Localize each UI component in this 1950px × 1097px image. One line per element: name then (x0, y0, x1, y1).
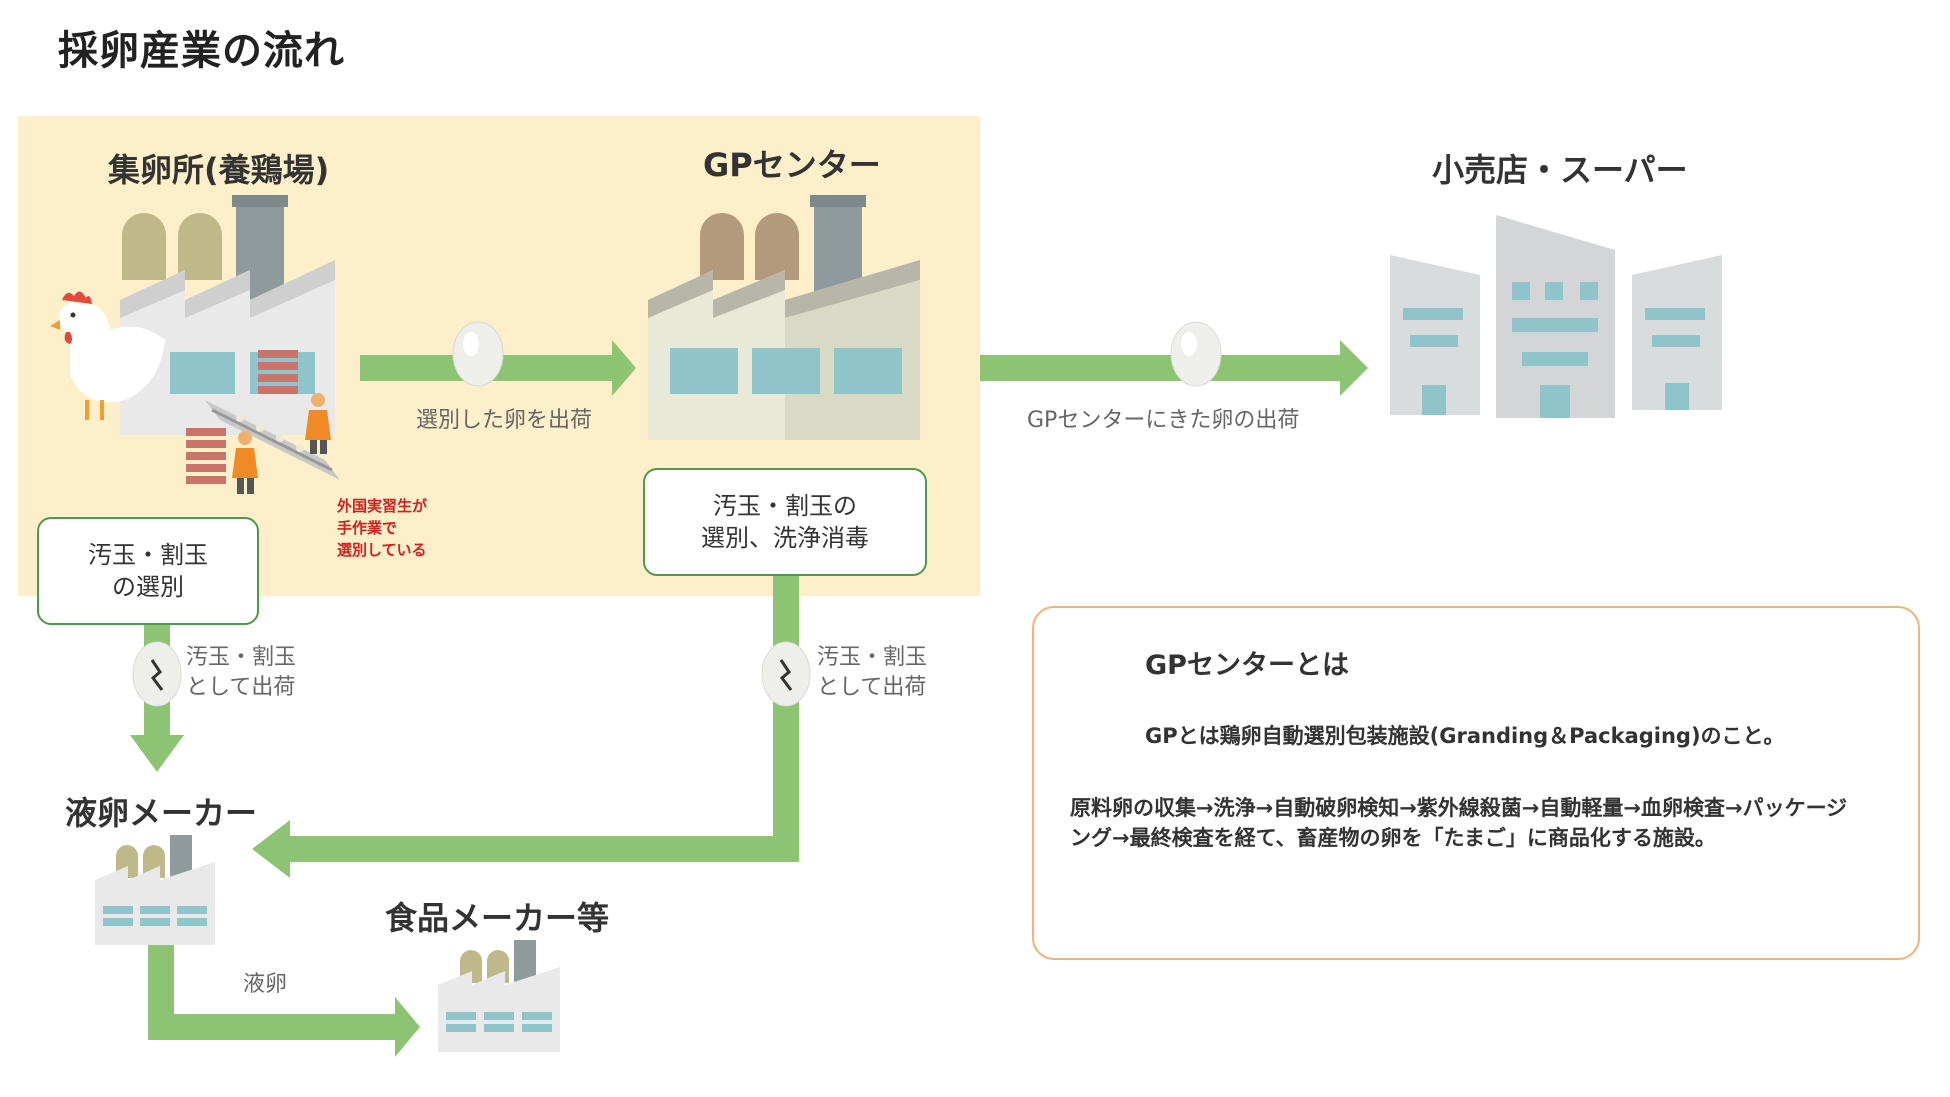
egg-icon (1170, 321, 1222, 387)
info-process-description: 原料卵の収集→洗浄→自動破卵検知→紫外線殺菌→自動軽量→血卵検査→パッケージング… (1070, 796, 1848, 850)
label-farm-down: 汚玉・割玉 として出荷 (186, 643, 296, 703)
note-line3: 選別している (337, 541, 427, 559)
label-farm-to-gp: 選別した卵を出荷 (416, 408, 593, 433)
label-gp-down-line1: 汚玉・割玉 (817, 645, 928, 670)
info-definition: GPとは鶏卵自動選別包装施設(Granding＆Packaging)のこと。 (1145, 724, 1785, 748)
arrow-liquid-to-food-maker (148, 945, 420, 1057)
chicken-icon (50, 291, 165, 420)
food-maker-factory-icon (438, 940, 560, 1052)
node-title-retail: 小売店・スーパー (1432, 151, 1688, 189)
label-gp-down-line2: として出荷 (817, 675, 927, 700)
node-title-food-maker: 食品メーカー等 (385, 899, 610, 937)
page-title: 採卵産業の流れ (58, 28, 345, 74)
info-title: GPセンターとは (1145, 650, 1349, 681)
node-title-farm: 集卵所(養鶏場) (108, 151, 330, 189)
label-gp-to-retail: GPセンターにきた卵の出荷 (1027, 408, 1300, 433)
label-farm-down-line2: として出荷 (186, 675, 296, 700)
label-farm-down-line1: 汚玉・割玉 (186, 645, 297, 670)
liquid-egg-factory-icon (95, 835, 215, 945)
gp-center-info-box (1032, 606, 1920, 960)
note-line1: 外国実習生が (337, 497, 428, 515)
cracked-egg-icon (761, 641, 811, 707)
foreign-trainee-note: 外国実習生が 手作業で 選別している (337, 495, 427, 561)
farm-sorting-line2: の選別 (112, 573, 184, 601)
label-liquid-egg: 液卵 (243, 972, 288, 997)
farm-sorting-line1: 汚玉・割玉 (88, 541, 208, 569)
cracked-egg-icon (132, 641, 182, 707)
farm-sorting-box: 汚玉・割玉 の選別 (37, 517, 259, 625)
egg-icon (452, 321, 504, 387)
arrow-gp-to-liquid-maker (252, 576, 799, 878)
node-title-gp-center: GPセンター (703, 146, 881, 184)
gp-center-factory-icon (648, 195, 920, 440)
label-gp-down: 汚玉・割玉 として出荷 (817, 643, 927, 703)
note-line2: 手作業で (337, 519, 398, 537)
retail-buildings-icon (1390, 215, 1722, 418)
gp-sorting-box: 汚玉・割玉の 選別、洗浄消毒 (643, 468, 927, 576)
egg-sorting-conveyor-icon (186, 350, 340, 494)
arrow-gp-to-retail (980, 340, 1368, 396)
gp-sorting-line1: 汚玉・割玉の (713, 492, 857, 520)
gp-sorting-line2: 選別、洗浄消毒 (701, 524, 869, 552)
node-title-liquid-egg-maker: 液卵メーカー (65, 794, 258, 832)
farm-factory-icon (120, 195, 335, 435)
